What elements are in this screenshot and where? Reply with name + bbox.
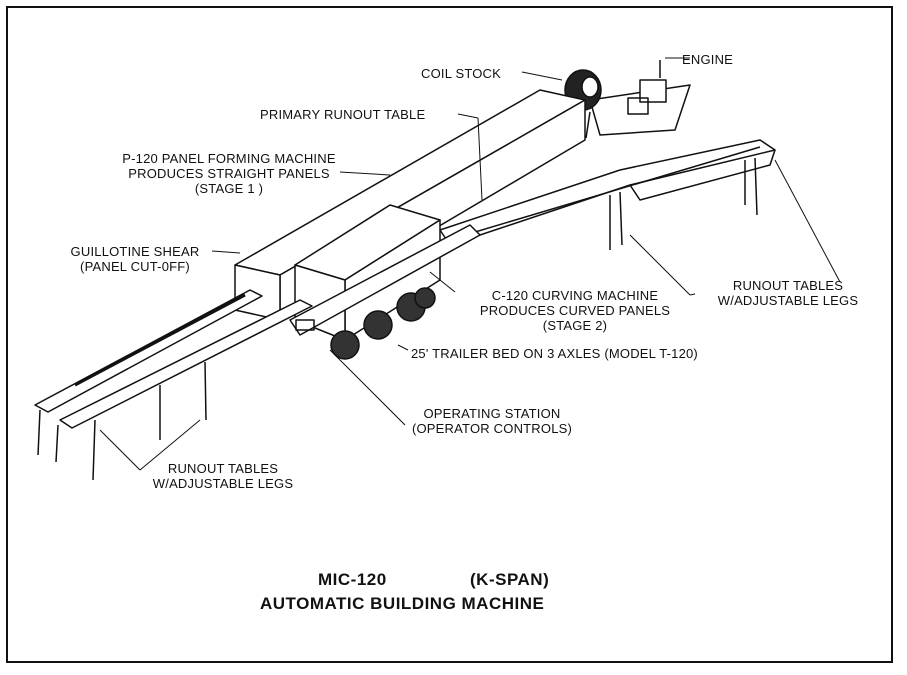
label-primary-runout-table: PRIMARY RUNOUT TABLE — [260, 107, 426, 122]
trailer-bed — [289, 224, 481, 336]
label-operating-line2: (OPERATOR CONTROLS) — [411, 421, 573, 436]
label-p120-machine: P-120 PANEL FORMING MACHINE PRODUCES STR… — [84, 151, 374, 196]
label-coil-stock: COIL STOCK — [421, 66, 502, 81]
leader-lines — [99, 57, 841, 471]
label-operating-line1: OPERATING STATION — [423, 406, 561, 421]
label-runout-tables-left: RUNOUT TABLES W/ADJUSTABLE LEGS — [128, 461, 318, 491]
engine-platform — [585, 60, 691, 139]
label-p120-line1: P-120 PANEL FORMING MACHINE — [122, 151, 336, 166]
title-subtitle: AUTOMATIC BUILDING MACHINE — [260, 594, 545, 613]
label-p120-line2: PRODUCES STRAIGHT PANELS — [128, 166, 330, 181]
label-c120-line1: C-120 CURVING MACHINE — [491, 288, 659, 303]
label-runout-tables-right: RUNOUT TABLES W/ADJUSTABLE LEGS — [692, 278, 884, 308]
trailer-wheels — [330, 287, 436, 360]
label-runout-right-line2: W/ADJUSTABLE LEGS — [717, 293, 859, 308]
label-operating-station: OPERATING STATION (OPERATOR CONTROLS) — [392, 406, 592, 436]
diagram-frame — [6, 6, 893, 663]
label-runout-right-line1: RUNOUT TABLES — [732, 278, 844, 293]
label-runout-left-line2: W/ADJUSTABLE LEGS — [152, 476, 294, 491]
label-c120-line2: PRODUCES CURVED PANELS — [479, 303, 671, 318]
title-model: MIC-120 — [318, 570, 387, 589]
label-guillotine-shear: GUILLOTINE SHEAR (PANEL CUT-0FF) — [60, 244, 210, 274]
label-guillotine-line2: (PANEL CUT-0FF) — [80, 259, 190, 274]
label-runout-left-line1: RUNOUT TABLES — [167, 461, 279, 476]
label-p120-line3: (STAGE 1 ) — [194, 181, 264, 196]
label-c120-line3: (STAGE 2) — [542, 318, 608, 333]
title-variant: (K-SPAN) — [470, 570, 550, 589]
label-engine: ENGINE — [682, 52, 734, 67]
lower-runout-tables — [34, 289, 313, 481]
label-trailer-bed: 25' TRAILER BED ON 3 AXLES (MODEL T-120) — [411, 346, 698, 361]
label-c120-machine: C-120 CURVING MACHINE PRODUCES CURVED PA… — [455, 288, 695, 333]
label-guillotine-line1: GUILLOTINE SHEAR — [70, 244, 200, 259]
